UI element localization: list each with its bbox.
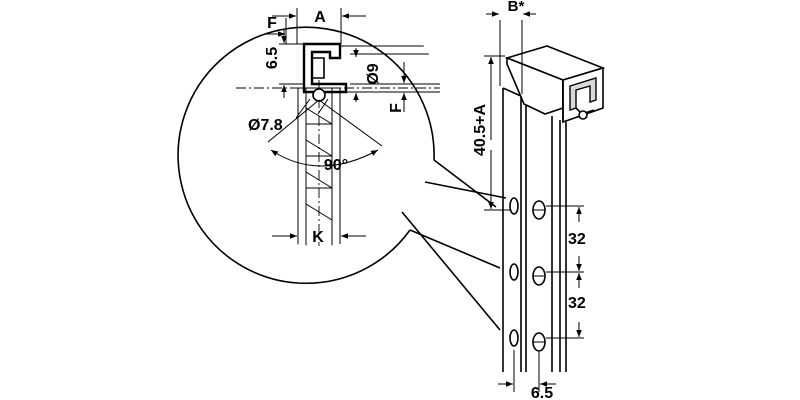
label-6-5-bottom: 6.5 bbox=[531, 385, 553, 400]
dim-90-degrees: 90° bbox=[267, 99, 383, 174]
label-pitch-32-b: 32 bbox=[568, 295, 586, 312]
dim-6-5-bottom: 6.5 bbox=[498, 350, 556, 400]
hole-front-1 bbox=[509, 197, 519, 215]
pointer-wedge-a bbox=[424, 181, 507, 199]
dim-40-5-plus-A: 40.5+A bbox=[472, 55, 510, 211]
detail-magnifier bbox=[177, 26, 507, 331]
label-40-5-plus-A: 40.5+A bbox=[472, 104, 489, 156]
label-K: K bbox=[312, 229, 324, 246]
pointer-line-mid bbox=[409, 229, 501, 269]
profile-section bbox=[302, 42, 348, 102]
label-pitch-32-a: 32 bbox=[568, 231, 586, 248]
label-Bstar: B* bbox=[508, 0, 525, 15]
label-90-degrees: 90° bbox=[324, 157, 348, 174]
screw-head bbox=[312, 88, 326, 102]
label-F-side: F bbox=[388, 103, 405, 113]
label-A: A bbox=[314, 9, 326, 26]
rail-top-profile bbox=[504, 45, 606, 124]
dim-pitch-32: 32 32 bbox=[546, 205, 586, 339]
dim-d78: Ø7.8 bbox=[248, 98, 329, 134]
pointer-wedge-b bbox=[401, 211, 501, 331]
rail-3d bbox=[502, 87, 567, 372]
label-d78: Ø7.8 bbox=[248, 117, 283, 134]
dim-F-side: F bbox=[388, 62, 407, 113]
pointer-line-upper bbox=[433, 159, 497, 208]
dim-Bstar: B* bbox=[486, 0, 536, 94]
label-d9: Ø9 bbox=[365, 63, 382, 84]
dim-K: K bbox=[272, 222, 366, 246]
hole-front-2 bbox=[509, 263, 519, 281]
label-F-top: F bbox=[267, 15, 277, 32]
dim-6-5-vertical: 6.5 bbox=[264, 30, 304, 98]
dim-A: A bbox=[272, 8, 366, 44]
label-6-5-vertical: 6.5 bbox=[264, 47, 281, 69]
hole-front-3 bbox=[509, 329, 519, 347]
detail-contents bbox=[236, 45, 440, 246]
dim-d9: Ø9 bbox=[353, 48, 382, 102]
